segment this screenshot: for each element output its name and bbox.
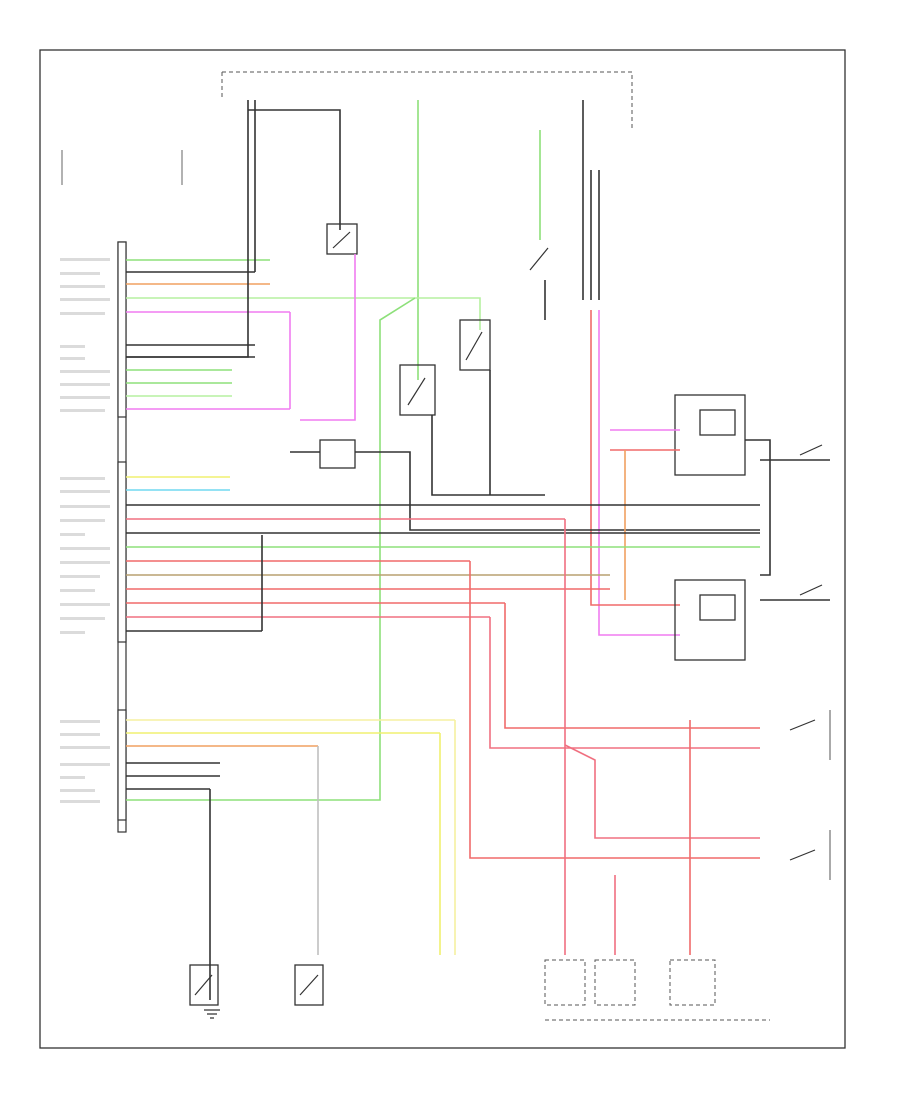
wire-center-black <box>431 415 545 496</box>
wire-resistor-black <box>355 451 760 531</box>
wire-fuse-to-relay <box>248 109 341 230</box>
actuator-upper <box>674 394 746 476</box>
wire-pink-long <box>598 310 680 636</box>
actuator-lower <box>674 579 746 661</box>
control-module-upper-pins <box>117 241 127 418</box>
switch-center-left-arm <box>407 377 426 406</box>
wire-green-diag <box>210 297 416 801</box>
switch-lower-mid <box>294 964 324 1006</box>
middle-pin-wires <box>126 476 760 632</box>
lower-pin-wires <box>126 719 455 801</box>
switch-lower-right-1 <box>789 719 816 731</box>
actuator-lower-motor <box>699 594 736 621</box>
connector-bottom-2 <box>594 959 636 1006</box>
switch-center-right-arm <box>465 331 483 361</box>
wire-green-right <box>415 297 481 330</box>
fuse-box-outline <box>222 71 633 130</box>
switch-center-right <box>459 319 491 371</box>
wire-drop-pink <box>489 617 760 749</box>
diagram-frame <box>39 49 846 1049</box>
sensor-lower-left <box>189 964 219 1006</box>
switch-lower-right-2 <box>789 849 816 861</box>
wire-red-long <box>590 310 680 606</box>
upper-pin-wires <box>126 259 415 410</box>
wire-drop-red-2 <box>469 561 760 859</box>
legend-bracket <box>61 150 183 185</box>
pin-markers <box>60 258 110 803</box>
switch-right-top-arm <box>529 247 549 271</box>
relay-upper-switch <box>332 231 351 249</box>
switch-right-1 <box>799 444 823 456</box>
actuator-upper-motor <box>699 409 736 436</box>
switch-lower-mid-arm <box>299 974 319 996</box>
relay-upper <box>326 223 358 255</box>
control-module-middle-pins <box>117 461 127 643</box>
wire-act-up-black <box>745 439 771 576</box>
wire-fuse-feed-black <box>126 100 249 358</box>
sensor-lower-left-arm <box>194 974 213 996</box>
wire-drop-red <box>504 603 760 729</box>
control-module-lower-pins <box>117 709 127 821</box>
switch-right-2 <box>799 584 823 596</box>
wire-drop-cross <box>564 744 760 839</box>
ground-icon <box>204 1009 220 1019</box>
wire-relay-pink <box>300 254 356 421</box>
resistor-block <box>319 439 356 469</box>
connector-bottom-1 <box>544 959 586 1006</box>
switch-center-left <box>399 364 436 416</box>
connector-bottom-3 <box>669 959 716 1006</box>
